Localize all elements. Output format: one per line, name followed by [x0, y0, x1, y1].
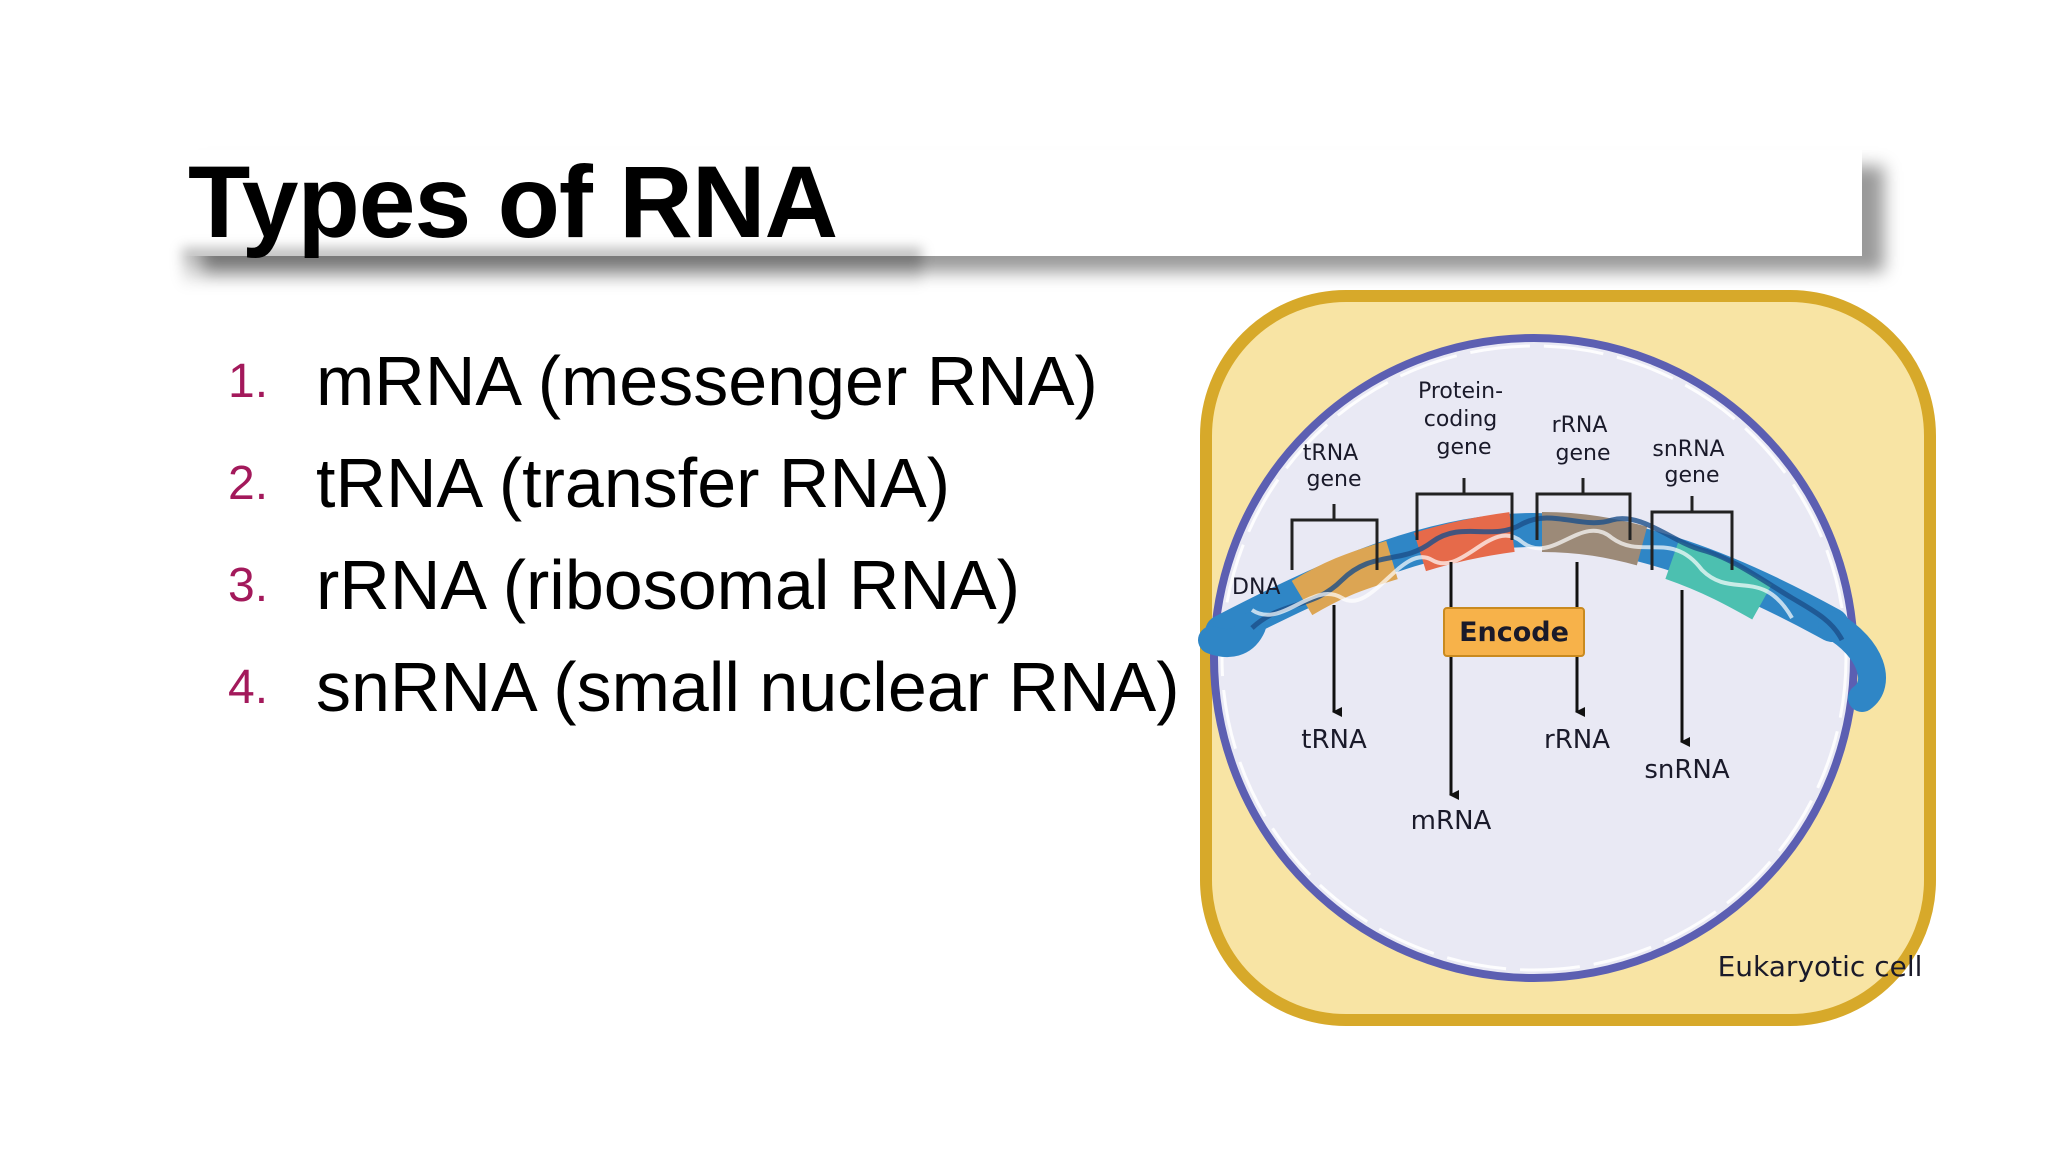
mrna-output-label: mRNA: [1411, 806, 1492, 836]
rna-diagram: tRNA gene Protein- coding gene rRNA gene…: [1192, 280, 1942, 1050]
trna-gene-bracket: [1290, 504, 1379, 570]
list-item: 4. snRNA (small nuclear RNA): [228, 636, 1180, 738]
list-item-text: rRNA (ribosomal RNA): [316, 546, 1020, 624]
dna-end-left: [1198, 612, 1266, 657]
title-reflection: [182, 248, 922, 288]
title-bar: [180, 150, 1862, 256]
protein-coding-gene-label: Protein- coding gene: [1418, 379, 1510, 460]
trna-output-label: tRNA: [1301, 725, 1367, 755]
rrna-gene-band: [1541, 512, 1648, 566]
list-item-text: snRNA (small nuclear RNA): [316, 648, 1180, 726]
list-item: 3. rRNA (ribosomal RNA): [228, 534, 1180, 636]
rrna-gene-bracket: [1535, 478, 1632, 540]
encode-label: Encode: [1459, 617, 1569, 648]
list-number: 2.: [228, 456, 269, 510]
list-item-text: tRNA (transfer RNA): [316, 444, 950, 522]
nucleus: [1214, 338, 1854, 978]
cell-diagram-svg: tRNA gene Protein- coding gene rRNA gene…: [1198, 290, 1936, 1026]
list-item: 1. mRNA (messenger RNA): [228, 330, 1180, 432]
list-number: 1.: [228, 354, 269, 408]
snrna-gene-bracket: [1650, 496, 1734, 570]
dna-end-right: [1818, 611, 1886, 712]
rrna-gene-label: rRNA gene: [1552, 413, 1615, 466]
list-item-text: mRNA (messenger RNA): [316, 342, 1098, 420]
cell-border: [1200, 290, 1936, 1026]
dna-helix-line: [1250, 515, 1845, 642]
nuclear-pores: [1220, 344, 1848, 972]
encode-box: [1443, 607, 1585, 657]
rrna-output-label: rRNA: [1544, 725, 1610, 755]
list-number: 4.: [228, 660, 269, 714]
list-number: 3.: [228, 558, 269, 612]
dna-label: DNA: [1232, 575, 1280, 600]
eukaryotic-cell-label: Eukaryotic cell: [1718, 950, 1923, 983]
slide-title: Types of RNA: [188, 145, 838, 259]
snrna-output-label: snRNA: [1644, 755, 1730, 785]
protein-gene-bracket: [1415, 478, 1514, 540]
rna-types-list: 1. mRNA (messenger RNA) 2. tRNA (transfe…: [228, 330, 1180, 738]
snrna-gene-label: snRNA gene: [1652, 437, 1731, 488]
trna-gene-label: tRNA gene: [1303, 441, 1365, 492]
list-item: 2. tRNA (transfer RNA): [228, 432, 1180, 534]
dna-helix-line-2: [1250, 528, 1794, 620]
